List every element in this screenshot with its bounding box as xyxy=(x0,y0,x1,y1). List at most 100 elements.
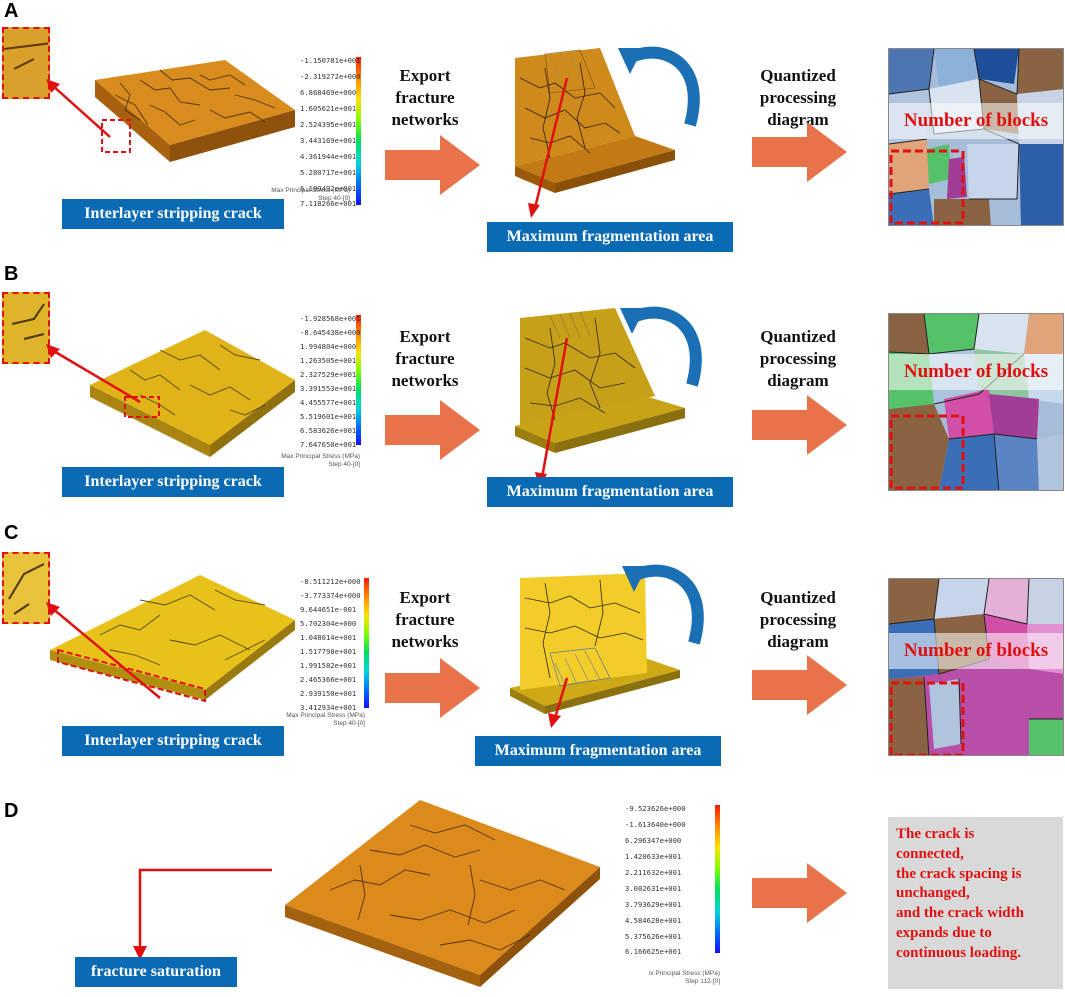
legend-value: 2.211632e+001 xyxy=(625,868,682,877)
legend-caption-text: Max Principal Stress (MPa) xyxy=(286,712,365,719)
fragmentation-label-b: Maximum fragmentation area xyxy=(487,477,733,507)
quant-text-a: Quantized processing diagram xyxy=(738,65,858,131)
legend-value: 5.702304e+000 xyxy=(300,619,357,628)
legend-value: 4.584628e+001 xyxy=(625,916,682,925)
inset-pointer-arrow-a xyxy=(46,79,111,138)
rotate-arrow-a xyxy=(618,46,700,127)
legend-value: 3.002631e+001 xyxy=(625,884,682,893)
process-arrow-c1 xyxy=(385,658,480,718)
quant-text-c: Quantized processing diagram xyxy=(738,587,858,653)
crack-detail-inset-a xyxy=(2,27,50,99)
export-text-a: Export fracture networks xyxy=(375,65,475,131)
legend-value: 1.605621e+001 xyxy=(300,104,357,113)
blocks-diagram-b: Number of blocks xyxy=(888,313,1064,491)
process-arrow-a2 xyxy=(752,122,847,182)
stress-legend-d: -9.523626e+000 -1.613640e+000 6.296347e+… xyxy=(625,804,720,956)
panel-letter-c: C xyxy=(4,522,19,544)
stress-legend-a: -1.150781e+001 -2.319272e+000 6.868469e+… xyxy=(300,57,362,207)
blocks-label-c: Number of blocks xyxy=(889,633,1063,669)
specimen-a-model xyxy=(95,60,295,162)
legend-value: 3.443169e+001 xyxy=(300,136,357,145)
blocks-label-b: Number of blocks xyxy=(889,354,1063,390)
legend-value: 2.327529e+001 xyxy=(300,370,357,379)
panel-letter-a: A xyxy=(4,0,19,22)
legend-value: 3.793629e+001 xyxy=(625,900,682,909)
conclusion-text: The crack is connected, the crack spacin… xyxy=(896,826,1024,961)
legend-value: 1.048014e+001 xyxy=(300,633,357,642)
process-arrow-b1 xyxy=(385,400,480,460)
legend-value: 2.465366e+001 xyxy=(300,675,357,684)
legend-value: 1.263505e+001 xyxy=(300,356,357,365)
fracture-network-b xyxy=(515,308,685,488)
crack-label-a: Interlayer stripping crack xyxy=(62,199,284,229)
step-text: Step 40-[0] xyxy=(318,194,350,202)
legend-value: -8.511212e+000 xyxy=(300,577,361,586)
legend-caption-text: Max Principal Stress (MPa) xyxy=(271,187,350,194)
saturation-label: fracture saturation xyxy=(75,957,237,987)
legend-value: 5.280717e+001 xyxy=(300,168,357,177)
legend-value: 1.991582e+001 xyxy=(300,661,357,670)
legend-value: 1.994804e+000 xyxy=(300,342,357,351)
saturation-pointer-arrow xyxy=(133,868,272,960)
fragmentation-label-c: Maximum fragmentation area xyxy=(475,736,721,766)
legend-caption-d: ix Principal Stress (MPa) Step 112-[0] xyxy=(610,970,720,986)
process-arrow-b2 xyxy=(752,395,847,455)
fragmentation-label-a: Maximum fragmentation area xyxy=(487,222,733,252)
crack-label-c: Interlayer stripping crack xyxy=(62,726,284,756)
legend-value: 7.118266e+001 xyxy=(300,199,357,208)
export-text: Export fracture networks xyxy=(391,66,459,130)
legend-value: -1.928568e+001 xyxy=(300,314,361,323)
crack-label-b: Interlayer stripping crack xyxy=(62,467,284,497)
quant-text-b: Quantized processing diagram xyxy=(738,326,858,392)
panel-letter-b: B xyxy=(4,263,19,285)
step-text: Step 40-[0] xyxy=(333,719,365,727)
rotate-arrow-b xyxy=(620,306,702,387)
legend-value: -1.150781e+001 xyxy=(300,56,361,65)
legend-value: 3.391553e+001 xyxy=(300,384,357,393)
crack-detail-inset-b xyxy=(2,292,50,364)
legend-value: 6.166625e+001 xyxy=(625,947,682,956)
quant-text: Quantized processing diagram xyxy=(759,588,837,652)
legend-value: -1.613640e+000 xyxy=(625,820,686,829)
legend-value: 2.939150e+001 xyxy=(300,689,357,698)
legend-value: 4.361944e+001 xyxy=(300,152,357,161)
quant-text: Quantized processing diagram xyxy=(759,66,837,130)
legend-value: 2.524395e+001 xyxy=(300,120,357,129)
process-arrow-d xyxy=(752,863,847,923)
blocks-diagram-a: Number of blocks xyxy=(888,48,1064,226)
legend-caption-text: Max Principal Stress (MPa) xyxy=(281,453,360,460)
legend-caption-c: Max Principal Stress (MPa) Step 40-[0] xyxy=(255,712,365,728)
specimen-d-model xyxy=(285,800,600,987)
legend-value: 1.517798e+001 xyxy=(300,647,357,656)
blocks-label-a: Number of blocks xyxy=(889,103,1063,139)
legend-caption-text: ix Principal Stress (MPa) xyxy=(648,970,720,977)
legend-value: 6.868469e+000 xyxy=(300,88,357,97)
process-arrow-a1 xyxy=(385,135,480,195)
export-text-b: Export fracture networks xyxy=(375,326,475,392)
fracture-network-a xyxy=(515,48,675,218)
legend-value: -2.319272e+000 xyxy=(300,72,361,81)
legend-value: 1.420633e+001 xyxy=(625,852,682,861)
legend-value: 4.455577e+001 xyxy=(300,398,357,407)
specimen-c-model xyxy=(50,575,295,703)
step-text: Step 40-[0] xyxy=(328,460,360,468)
legend-value: 5.519601e+001 xyxy=(300,412,357,421)
legend-value: 6.583626e+001 xyxy=(300,426,357,435)
export-text-c: Export fracture networks xyxy=(375,587,475,653)
legend-value: -3.773374e+000 xyxy=(300,591,361,600)
legend-caption-b: Max Principal Stress (MPa) Step 40-[0] xyxy=(250,453,360,469)
panel-letter-d: D xyxy=(4,800,19,822)
legend-value: -9.523626e+000 xyxy=(625,804,686,813)
inset-pointer-arrow-c xyxy=(46,602,161,699)
fracture-network-c xyxy=(510,573,680,728)
inset-pointer-arrow-b xyxy=(46,344,141,404)
quant-text: Quantized processing diagram xyxy=(759,327,837,391)
legend-value: 6.296347e+000 xyxy=(625,836,682,845)
legend-value: 9.644651e-001 xyxy=(300,605,357,614)
process-arrow-c2 xyxy=(752,655,847,715)
stress-legend-b: -1.928568e+001 -8.645438e+000 1.994804e+… xyxy=(300,315,362,465)
legend-value: -8.645438e+000 xyxy=(300,328,361,337)
rotate-arrow-c xyxy=(622,564,704,645)
stress-legend-c: -8.511212e+000 -3.773374e+000 9.644651e-… xyxy=(300,577,369,728)
step-text: Step 112-[0] xyxy=(685,977,720,985)
